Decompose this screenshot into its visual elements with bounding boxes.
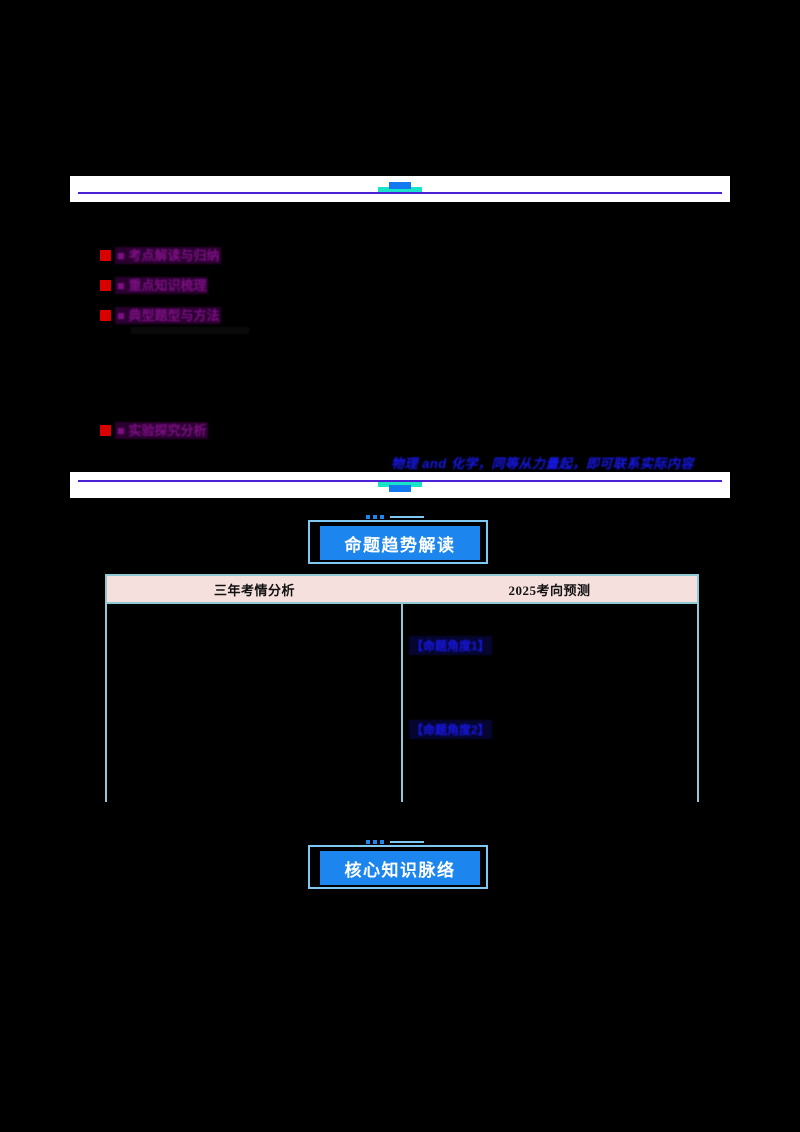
outline-item-3: ■ 典型题型与方法	[100, 307, 250, 334]
divider-ornament-cap-icon	[389, 485, 411, 492]
badge-frame	[308, 845, 488, 889]
table-header-row: 三年考情分析 2025考向预测	[107, 576, 697, 604]
outline-item-label: ■ 重点知识梳理	[115, 277, 209, 294]
badge-dots-icon	[366, 840, 424, 844]
forecast-angle-tag-2: 【命题角度2】	[409, 720, 492, 739]
badge-core: 命题趋势解读	[320, 526, 480, 560]
badge-title: 核心知识脉络	[344, 860, 456, 880]
outline-item-label: ■ 考点解读与归纳	[115, 247, 222, 264]
badge-core: 核心知识脉络	[320, 851, 480, 885]
divider-bottom	[70, 472, 730, 498]
outline-item-label: ■ 实验探究分析	[115, 422, 209, 439]
divider-top	[70, 176, 730, 202]
divider-line	[78, 192, 722, 194]
tagline-text: 物理 and 化学，同等从力量起，即可联系实际内容	[391, 456, 694, 471]
table-cell-2025-forecast: 【命题角度1】 【命题角度2】	[403, 604, 697, 802]
table-cell-three-year-analysis	[107, 604, 403, 802]
section-badge-core-knowledge: 核心知识脉络	[308, 837, 492, 891]
square-bullet-icon	[100, 425, 111, 436]
exam-analysis-table: 三年考情分析 2025考向预测 【命题角度1】 【命题角度2】	[105, 574, 699, 802]
square-bullet-icon	[100, 280, 111, 291]
divider-ornament-cap-icon	[389, 182, 411, 189]
table-header-cell-three-year: 三年考情分析	[213, 582, 295, 598]
forecast-angle-tag-1: 【命题角度1】	[409, 636, 492, 655]
outline-item-4: ■ 实验探究分析	[100, 422, 209, 439]
badge-dots-icon	[366, 515, 424, 519]
divider-ornament-icon	[378, 182, 422, 192]
badge-title: 命题趋势解读	[344, 535, 456, 555]
outline-item-label: ■ 典型题型与方法	[115, 307, 250, 334]
square-bullet-icon	[100, 250, 111, 261]
outline-item-2: ■ 重点知识梳理	[100, 277, 209, 294]
section-badge-trend-analysis: 命题趋势解读	[308, 512, 492, 566]
table-header-cell-2025-forecast: 2025考向预测	[508, 582, 591, 598]
divider-line	[78, 480, 722, 482]
square-bullet-icon	[100, 310, 111, 321]
divider-ornament-icon	[378, 482, 422, 492]
table-row: 【命题角度1】 【命题角度2】	[107, 604, 697, 802]
badge-frame	[308, 520, 488, 564]
outline-item-1: ■ 考点解读与归纳	[100, 247, 222, 264]
